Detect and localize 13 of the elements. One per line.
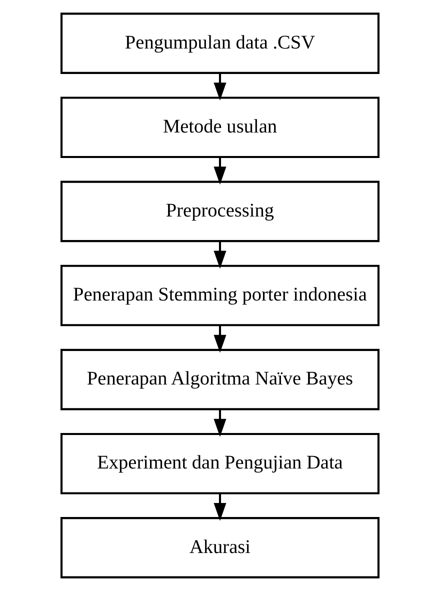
node-box: Akurasi bbox=[60, 517, 380, 578]
node-box: Experiment dan Pengujian Data bbox=[60, 432, 380, 494]
node-box: Preprocessing bbox=[60, 180, 380, 242]
arrow bbox=[214, 325, 226, 353]
node-box: Pengumpulan data .CSV bbox=[60, 12, 380, 74]
arrow bbox=[214, 409, 226, 437]
node-box: Metode usulan bbox=[60, 96, 380, 158]
node-box: Penerapan Algoritma Naïve Bayes bbox=[60, 348, 380, 410]
arrow bbox=[214, 493, 226, 521]
node-box: Penerapan Stemming porter indonesia bbox=[60, 264, 380, 326]
arrow bbox=[214, 157, 226, 185]
arrow bbox=[214, 241, 226, 269]
arrow bbox=[214, 73, 226, 101]
